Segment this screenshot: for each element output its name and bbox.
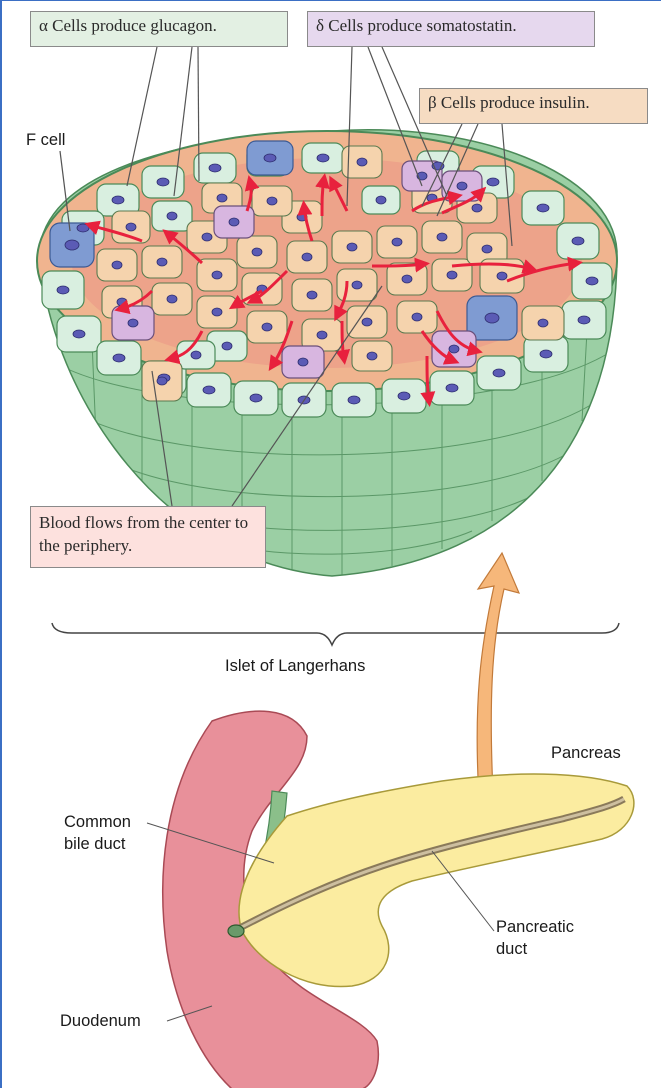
pancreas-shape xyxy=(239,774,634,987)
duodenum-label: Duodenum xyxy=(60,1011,141,1032)
pancreas-label: Pancreas xyxy=(551,743,621,764)
f-cell-label: F cell xyxy=(26,130,65,151)
islet-label: Islet of Langerhans xyxy=(225,656,365,677)
blood-flow-callout: Blood flows from the center to the perip… xyxy=(30,506,266,568)
alpha-cell-callout: α Cells produce glucagon. xyxy=(30,11,288,47)
delta-cell-callout: δ Cells produce somatostatin. xyxy=(307,11,595,47)
pancreatic-duct-label: Pancreatic duct xyxy=(496,916,574,960)
beta-cell-callout: β Cells produce insulin. xyxy=(419,88,648,124)
islet-bracket xyxy=(52,623,619,645)
common-bile-duct-label: Common bile duct xyxy=(64,811,131,855)
